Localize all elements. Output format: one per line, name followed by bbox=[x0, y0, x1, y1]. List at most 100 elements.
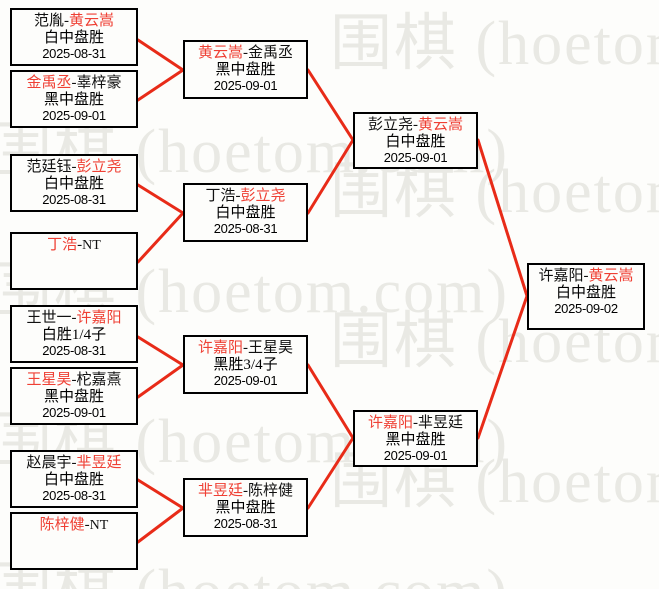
match-players: 黄云嵩-金禹丞 bbox=[185, 42, 306, 62]
match-players: 金禹丞-辜梓豪 bbox=[12, 72, 136, 92]
name-separator: - bbox=[413, 117, 418, 133]
player-right: 辜梓豪 bbox=[76, 75, 122, 91]
player-left: 丁浩 bbox=[205, 188, 236, 204]
match-players: 丁浩-NT bbox=[12, 234, 136, 254]
match-date: 2025-08-31 bbox=[213, 515, 278, 531]
player-left: 陈梓健 bbox=[39, 517, 85, 533]
match-players: 陈梓健-NT bbox=[12, 514, 136, 534]
match-date: 2025-09-01 bbox=[42, 404, 106, 420]
match-box-r3m1[interactable]: 彭立尧-黄云嵩 白中盘胜 2025-09-01 bbox=[353, 112, 478, 169]
match-result: 白中盘胜 bbox=[555, 284, 616, 301]
match-box-r2m1[interactable]: 黄云嵩-金禹丞 黑中盘胜 2025-09-01 bbox=[183, 40, 308, 99]
match-date: 2025-09-01 bbox=[383, 447, 448, 463]
match-box-r1m1[interactable]: 范胤-黄云嵩 白中盘胜 2025-08-31 bbox=[10, 8, 138, 66]
match-date: 2025-09-01 bbox=[213, 77, 278, 93]
player-right: 陈梓健 bbox=[248, 483, 294, 499]
player-right: NT bbox=[89, 518, 109, 533]
player-left: 芈昱廷 bbox=[197, 483, 243, 499]
name-separator: - bbox=[243, 45, 248, 61]
match-box-r1m5[interactable]: 王世一-许嘉阳 白胜1/4子 2025-08-31 bbox=[10, 305, 138, 363]
name-separator: - bbox=[71, 455, 77, 471]
match-players: 许嘉阳-王星昊 bbox=[185, 337, 306, 357]
player-right: 彭立尧 bbox=[76, 159, 122, 175]
match-result: 黑中盘胜 bbox=[43, 91, 104, 108]
match-result: 黑胜3/4子 bbox=[213, 356, 278, 373]
name-separator: - bbox=[413, 415, 418, 431]
match-date: 2025-09-01 bbox=[383, 149, 448, 165]
match-box-r2m4[interactable]: 芈昱廷-陈梓健 黑中盘胜 2025-08-31 bbox=[183, 478, 308, 537]
name-separator: - bbox=[243, 340, 248, 356]
match-players: 赵晨宇-芈昱廷 bbox=[12, 452, 136, 472]
match-box-r3m2[interactable]: 许嘉阳-芈昱廷 黑中盘胜 2025-09-01 bbox=[353, 410, 478, 467]
match-result: 白中盘胜 bbox=[215, 204, 276, 221]
player-left: 丁浩 bbox=[47, 237, 78, 253]
match-players: 丁浩-彭立尧 bbox=[185, 185, 306, 205]
player-left: 范胤 bbox=[33, 13, 64, 29]
match-date: 2025-09-02 bbox=[554, 300, 618, 316]
match-players: 王星昊-柁嘉熹 bbox=[12, 369, 136, 389]
match-box-r1m6[interactable]: 王星昊-柁嘉熹 黑中盘胜 2025-09-01 bbox=[10, 367, 138, 425]
match-result: 白中盘胜 bbox=[385, 133, 446, 150]
name-separator: - bbox=[84, 517, 90, 533]
match-players: 许嘉阳-芈昱廷 bbox=[355, 412, 476, 432]
watermark-text: 围棋 (hoetom.com) bbox=[330, 10, 659, 78]
name-separator: - bbox=[243, 483, 248, 499]
match-date: 2025-09-01 bbox=[213, 372, 278, 388]
match-box-r1m2[interactable]: 金禹丞-辜梓豪 黑中盘胜 2025-09-01 bbox=[10, 70, 138, 128]
match-date: 2025-08-31 bbox=[42, 487, 106, 503]
player-left: 黄云嵩 bbox=[197, 45, 243, 61]
match-players: 许嘉阳-黄云嵩 bbox=[529, 265, 643, 285]
player-left: 许嘉阳 bbox=[538, 268, 584, 284]
player-right: 黄云嵩 bbox=[588, 268, 634, 284]
player-left: 赵晨宇 bbox=[26, 455, 72, 471]
match-result: 黑中盘胜 bbox=[215, 61, 276, 78]
player-left: 金禹丞 bbox=[26, 75, 72, 91]
match-box-r1m8[interactable]: 陈梓健-NT bbox=[10, 512, 138, 570]
match-result: 黑中盘胜 bbox=[43, 388, 104, 405]
match-result: 黑中盘胜 bbox=[215, 499, 276, 516]
name-separator: - bbox=[583, 268, 589, 284]
name-separator: - bbox=[71, 75, 77, 91]
match-players: 彭立尧-黄云嵩 bbox=[355, 114, 476, 134]
player-right: 黄云嵩 bbox=[418, 117, 464, 133]
match-date: 2025-09-01 bbox=[42, 107, 106, 123]
player-left: 王星昊 bbox=[26, 372, 72, 388]
match-date: 2025-08-31 bbox=[42, 191, 106, 207]
name-separator: - bbox=[64, 13, 69, 29]
name-separator: - bbox=[71, 310, 77, 326]
match-players: 范廷钰-彭立尧 bbox=[12, 156, 136, 176]
player-right: 黄云嵩 bbox=[69, 13, 115, 29]
name-separator: - bbox=[71, 159, 77, 175]
player-right: 彭立尧 bbox=[240, 188, 286, 204]
player-right: 芈昱廷 bbox=[76, 455, 122, 471]
match-box-final[interactable]: 许嘉阳-黄云嵩 白中盘胜 2025-09-02 bbox=[527, 263, 645, 330]
player-left: 许嘉阳 bbox=[197, 340, 243, 356]
player-right: 柁嘉熹 bbox=[76, 372, 122, 388]
player-right: NT bbox=[82, 238, 101, 253]
match-date: 2025-08-31 bbox=[213, 220, 278, 236]
player-right: 芈昱廷 bbox=[418, 415, 464, 431]
player-right: 金禹丞 bbox=[248, 45, 294, 61]
player-left: 许嘉阳 bbox=[367, 415, 413, 431]
name-separator: - bbox=[71, 372, 77, 388]
match-players: 王世一-许嘉阳 bbox=[12, 307, 136, 327]
match-date: 2025-08-31 bbox=[42, 342, 106, 358]
match-result: 白胜1/4子 bbox=[41, 326, 107, 343]
match-result: 黑中盘胜 bbox=[385, 431, 446, 448]
match-box-r1m7[interactable]: 赵晨宇-芈昱廷 白中盘胜 2025-08-31 bbox=[10, 450, 138, 508]
match-players: 范胤-黄云嵩 bbox=[12, 10, 136, 30]
player-left: 范廷钰 bbox=[26, 159, 72, 175]
match-box-r2m3[interactable]: 许嘉阳-王星昊 黑胜3/4子 2025-09-01 bbox=[183, 335, 308, 394]
match-result: 白中盘胜 bbox=[43, 175, 104, 192]
match-players: 芈昱廷-陈梓健 bbox=[185, 480, 306, 500]
match-box-r2m2[interactable]: 丁浩-彭立尧 白中盘胜 2025-08-31 bbox=[183, 183, 308, 242]
player-right: 许嘉阳 bbox=[76, 310, 122, 326]
player-right: 王星昊 bbox=[248, 340, 294, 356]
match-box-r1m4[interactable]: 丁浩-NT bbox=[10, 232, 138, 290]
match-result: 白中盘胜 bbox=[43, 471, 104, 488]
match-result: 白中盘胜 bbox=[43, 29, 104, 46]
player-left: 彭立尧 bbox=[367, 117, 413, 133]
match-box-r1m3[interactable]: 范廷钰-彭立尧 白中盘胜 2025-08-31 bbox=[10, 154, 138, 212]
name-separator: - bbox=[235, 188, 241, 204]
